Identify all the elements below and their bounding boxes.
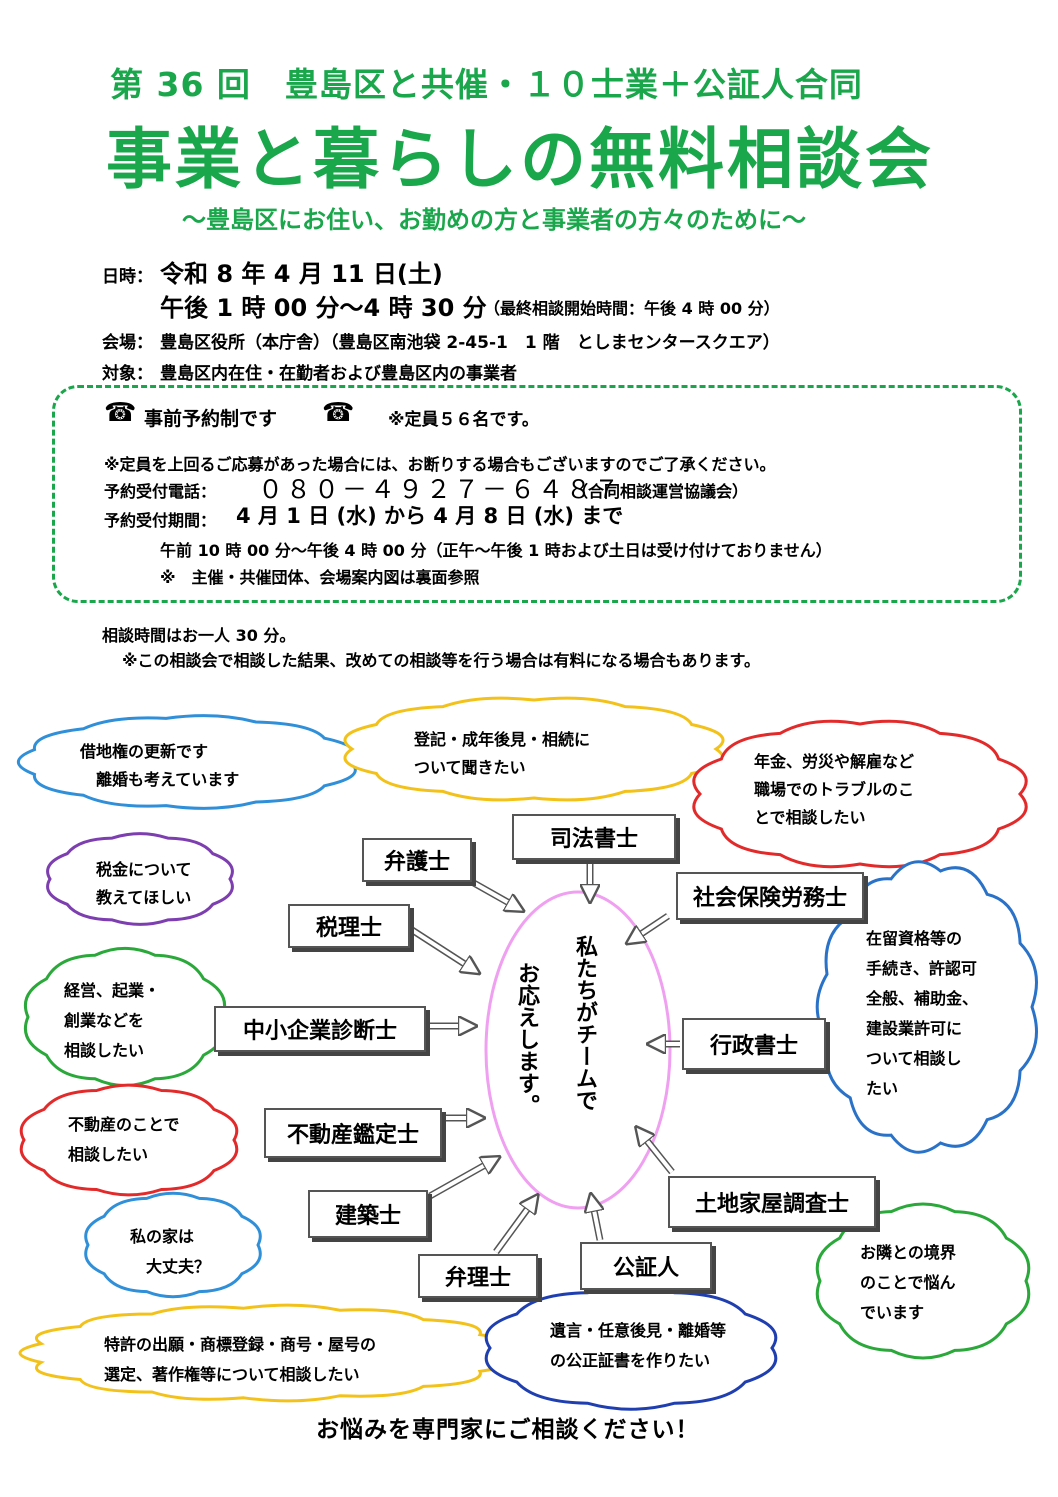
- profession-labor-consultant: 社会保険労務士: [676, 872, 864, 920]
- cloud-bubble: [484, 1285, 778, 1411]
- cloud-bubble: [815, 860, 1038, 1154]
- profession-sme-consultant: 中小企業診断士: [214, 1006, 426, 1052]
- arrow: [410, 928, 474, 970]
- phone-label: 予約受付電話：: [104, 482, 217, 501]
- cloud-text-workplace: 年金、労災や解雇など 職場でのトラブルのこ とで相談したい: [754, 752, 915, 827]
- footer-message: お悩みを専門家にご相談ください！: [316, 1417, 700, 1443]
- profession-admin-scrivener: 行政書士: [682, 1018, 826, 1070]
- center-text-line1: 私たちがチームで: [572, 935, 597, 1111]
- reservation-period: 4 月 1 日 (水) から 4 月 8 日 (水) まで: [236, 504, 624, 528]
- event-date: 令和 8 年 4 月 11 日(土): [160, 260, 443, 288]
- phone-icon: ☎: [322, 398, 355, 428]
- reservation-box: [52, 385, 1022, 603]
- arrow: [429, 1160, 494, 1198]
- cloud-bubble: [692, 719, 1028, 869]
- cloud-text-notarial: 遺言・任意後見・離婚等 の公正証書を作りたい: [550, 1321, 727, 1370]
- profession-tax-accountant: 税理士: [288, 904, 410, 948]
- cloud-bubble: [84, 1191, 262, 1299]
- profession-real-estate-appraiser: 不動産鑑定士: [264, 1108, 442, 1158]
- event-subtitle: 第 36 回 豊島区と共催・１０士業＋公証人合同: [110, 65, 863, 104]
- profession-judicial-scrivener: 司法書士: [512, 814, 676, 860]
- reservation-heading: 事前予約制です: [144, 408, 278, 430]
- center-text-line2: お応えします。: [514, 962, 539, 1116]
- period-label: 予約受付期間：: [104, 511, 217, 530]
- arrow: [494, 1200, 534, 1254]
- arrow: [471, 880, 518, 908]
- event-tagline: ～豊島区にお住い、お勤めの方と事業者の方々のために～: [182, 206, 806, 234]
- cloud-bubble: [23, 946, 227, 1088]
- profession-notary: 公証人: [580, 1242, 712, 1290]
- event-time: 午後 1 時 00 分～4 時 30 分: [160, 294, 487, 322]
- profession-lawyer: 弁護士: [362, 838, 472, 882]
- cloud-text-business: 経営、起業・ 創業などを 相談したい: [64, 981, 161, 1060]
- phone-icon: ☎: [104, 398, 137, 428]
- reverse-note: ※ 主催・共催団体、会場案内図は裏面参照: [160, 568, 480, 587]
- cloud-text-registration: 登記・成年後見・相続に ついて聞きたい: [414, 730, 591, 777]
- cloud-bubble: [18, 1303, 514, 1403]
- target: 豊島区内在住・在勤者および豊島区内の事業者: [160, 364, 517, 384]
- center-oval: [484, 890, 672, 1210]
- cloud-text-boundary: お隣との境界 のことで悩ん でいます: [860, 1243, 956, 1322]
- time-note: （最終相談開始時間：午後 4 時 00 分）: [484, 299, 780, 318]
- reservation-hours: 午前 10 時 00 分～午後 4 時 00 分（正午～午後 1 時および土日は…: [160, 541, 832, 560]
- venue: 豊島区役所（本庁舎）（豊島区南池袋 2-45-1 1 階 としまセンタースクエア…: [160, 333, 780, 353]
- cloud-text-tax: 税金について 教えてほしい: [96, 860, 192, 907]
- consult-duration: 相談時間はお一人 30 分。: [102, 626, 296, 645]
- cloud-text-patent: 特許の出願・商標登録・商号・屋号の 選定、著作権等について相談したい: [104, 1335, 377, 1384]
- profession-patent-attorney: 弁理士: [418, 1254, 538, 1298]
- phone-number[interactable]: ０８０－４９２７－６４８７: [258, 475, 623, 504]
- cloud-text-permits: 在留資格等の 手続き、許認可 全般、補助金、 建設業許可に ついて相談し たい: [866, 929, 979, 1098]
- cloud-text-lease: 借地権の更新です 離婚も考えています: [80, 742, 240, 789]
- target-label: 対象：: [102, 364, 153, 384]
- arrow: [640, 1132, 674, 1174]
- arrow: [592, 1200, 600, 1241]
- cloud-bubble: [46, 832, 234, 926]
- event-title: 事業と暮らしの無料相談会: [106, 121, 934, 198]
- cloud-bubble: [16, 714, 357, 810]
- cloud-bubble: [343, 696, 725, 802]
- cloud-text-house: 私の家は 大丈夫？: [130, 1227, 211, 1276]
- cloud-bubble: [19, 1083, 239, 1197]
- capacity-note: ※定員５６名です。: [388, 410, 539, 430]
- venue-label: 会場：: [102, 333, 153, 353]
- phone-org: （合同相談運営協議会）: [572, 482, 749, 501]
- date-label: 日時：: [102, 267, 153, 287]
- cloud-text-real-estate: 不動産のことで 相談したい: [68, 1115, 180, 1164]
- fee-note: ※この相談会で相談した結果、改めての相談等を行う場合は有料になる場合もあります。: [122, 651, 760, 670]
- arrow: [632, 914, 670, 940]
- cloud-bubble: [815, 1202, 1031, 1360]
- profession-land-surveyor: 土地家屋調査士: [668, 1176, 876, 1228]
- profession-architect: 建築士: [308, 1190, 428, 1238]
- overflow-note: ※定員を上回るご応募があった場合には、お断りする場合もございますのでご了承くださ…: [104, 455, 776, 474]
